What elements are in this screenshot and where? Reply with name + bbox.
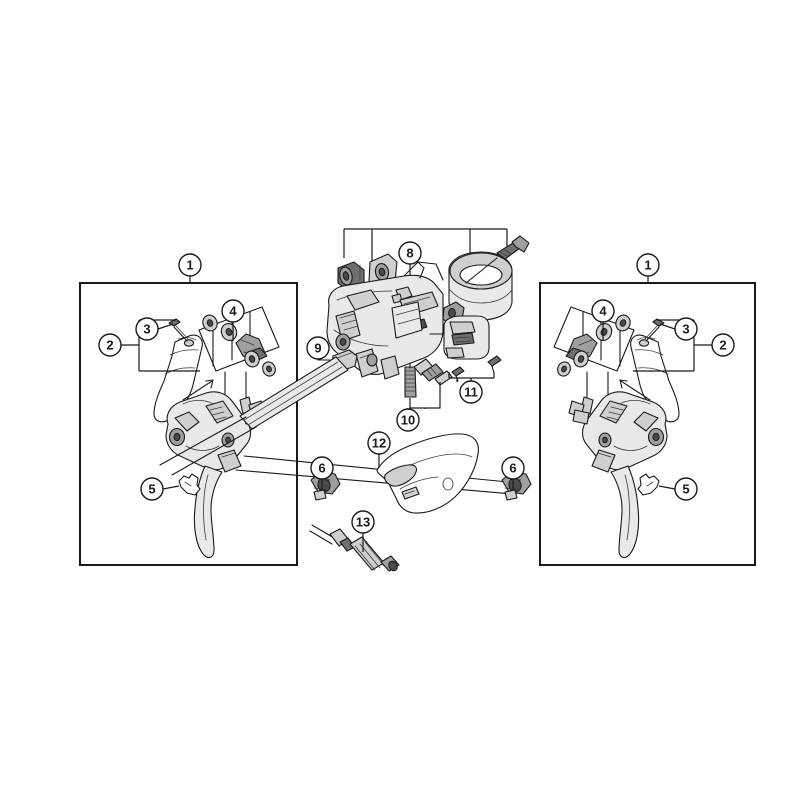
callout-3-right-label: 3 — [682, 322, 689, 337]
callout-3-left-label: 3 — [143, 322, 150, 337]
callout-2-left-label: 2 — [106, 338, 113, 353]
leader-5-right — [658, 485, 676, 490]
washer-a — [202, 314, 218, 332]
callout-5-right[interactable]: 5 — [674, 477, 698, 501]
callout-1-left-label: 1 — [186, 258, 193, 273]
washer-c — [244, 350, 260, 368]
callout-3-right[interactable]: 3 — [674, 317, 698, 341]
lever-body-casting — [326, 261, 444, 380]
main-lever-body-group — [159, 228, 530, 495]
callout-4-left-label: 4 — [229, 304, 237, 319]
callout-2-right-label: 2 — [719, 338, 726, 353]
hood-grip-cover — [376, 433, 479, 514]
callout-13[interactable]: 13 — [351, 510, 375, 534]
callout-5-right-label: 5 — [682, 482, 689, 497]
right-lever-assembly — [539, 276, 756, 566]
callout-6-right-label: 6 — [509, 461, 516, 476]
callout-8[interactable]: 8 — [398, 241, 422, 265]
name-plate-and-screws — [429, 315, 502, 382]
name-plate-screw-right — [487, 355, 502, 374]
callout-4-left[interactable]: 4 — [221, 299, 245, 323]
callout-2-left[interactable]: 2 — [98, 333, 122, 357]
right-cable-adjust-barrel — [637, 473, 660, 496]
callout-11[interactable]: 11 — [459, 380, 483, 404]
callout-12[interactable]: 12 — [367, 431, 391, 455]
washer-b — [595, 322, 613, 342]
left-cable-fixing-bolt-unit — [310, 471, 341, 501]
left-cable-adjust-barrel — [178, 473, 201, 496]
cable-tip — [380, 555, 400, 572]
right-lever-axle-bushing-set — [553, 306, 635, 405]
handlebar-clamp-band — [442, 251, 513, 326]
callout-bubbles: 1 2 3 4 5 6 8 9 — [98, 241, 735, 534]
left-lever-assembly — [79, 276, 298, 566]
pin-rod — [413, 358, 453, 386]
callout-2-right[interactable]: 2 — [711, 333, 735, 357]
washer-c — [573, 350, 589, 368]
washer-d — [262, 361, 276, 377]
leader-5-left — [162, 485, 180, 490]
callout-6-left-label: 6 — [318, 461, 325, 476]
left-assembly-box — [79, 282, 298, 566]
cable-inner-end-unit — [309, 524, 400, 572]
callout-6-right[interactable]: 6 — [501, 456, 525, 480]
callout-1-right[interactable]: 1 — [636, 253, 660, 277]
left-lever-axle-bushing-set — [198, 306, 280, 405]
callout-4-right[interactable]: 4 — [591, 299, 615, 323]
callout-5-left[interactable]: 5 — [140, 477, 164, 501]
callout-10[interactable]: 10 — [396, 408, 420, 432]
handlebar-tube — [159, 356, 349, 476]
callout-6-left[interactable]: 6 — [310, 456, 334, 480]
callout-9-label: 9 — [314, 341, 321, 356]
right-lever-body — [568, 379, 668, 559]
leader-3-left — [157, 323, 174, 330]
callout-10-label: 10 — [401, 413, 415, 428]
callout-12-label: 12 — [372, 436, 386, 451]
callout-11-label: 11 — [464, 385, 478, 400]
spring-and-pin-set — [404, 358, 453, 409]
callout-8-label: 8 — [406, 246, 413, 261]
leader-3-right — [659, 323, 676, 330]
washer-a — [615, 314, 631, 332]
clamp-fixing-bolt — [465, 235, 530, 284]
cable-ferrule — [329, 528, 356, 552]
callout-1-right-label: 1 — [644, 258, 651, 273]
coil-spring — [404, 362, 417, 398]
callout-3-left[interactable]: 3 — [135, 317, 159, 341]
callout-5-left-label: 5 — [148, 482, 155, 497]
callout-13-label: 13 — [356, 515, 370, 530]
callout-1-left[interactable]: 1 — [178, 253, 202, 277]
washer-d — [557, 361, 571, 377]
callout-4-right-label: 4 — [599, 304, 607, 319]
callout-9[interactable]: 9 — [306, 336, 330, 360]
